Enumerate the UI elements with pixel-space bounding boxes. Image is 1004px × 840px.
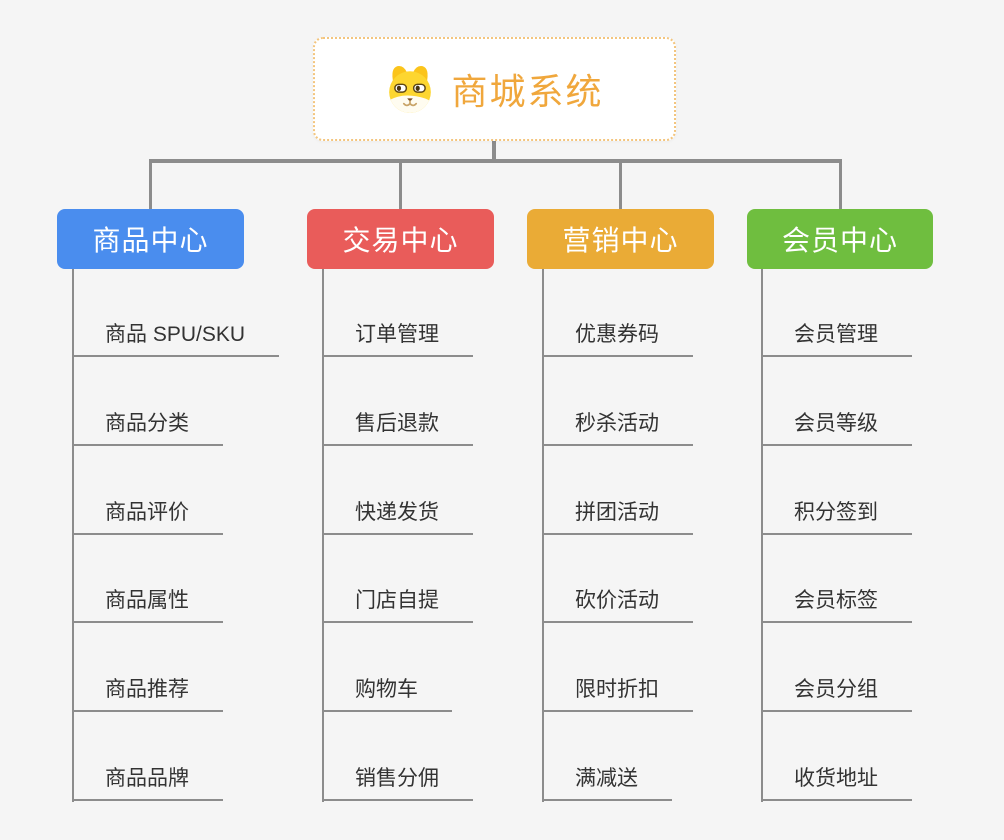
branch-label: 营销中心 [562, 225, 679, 256]
leaf-node[interactable]: 订单管理 [323, 323, 473, 357]
leaf-node[interactable]: 优惠券码 [543, 323, 693, 357]
branch-box-marketing-center[interactable]: 营销中心 [527, 209, 714, 269]
connector-drop-marketing [619, 159, 622, 209]
connector-root-stub [492, 141, 496, 161]
leaf-node[interactable]: 拼团活动 [543, 501, 693, 535]
leaf-node[interactable]: 商品品牌 [73, 767, 223, 801]
leaf-node[interactable]: 商品分类 [73, 412, 223, 446]
root-title: 商城系统 [451, 71, 604, 112]
branch-label: 会员中心 [781, 225, 898, 256]
connector-drop-member [839, 159, 842, 209]
leaf-node[interactable]: 砍价活动 [543, 589, 693, 623]
branch-label: 商品中心 [92, 225, 209, 256]
branch-label: 交易中心 [342, 225, 459, 256]
spine-product-center [72, 269, 74, 802]
leaf-node[interactable]: 商品 SPU/SKU [73, 323, 280, 357]
leaf-node[interactable]: 会员管理 [762, 323, 912, 357]
leaf-node[interactable]: 会员分组 [762, 678, 912, 712]
branch-box-trade-center[interactable]: 交易中心 [307, 209, 494, 269]
leaf-node[interactable]: 会员等级 [762, 412, 912, 446]
spine-trade-center [322, 269, 324, 802]
leaf-node[interactable]: 积分签到 [762, 501, 912, 535]
leaf-node[interactable]: 门店自提 [323, 589, 473, 623]
spine-marketing-center [542, 269, 544, 802]
leaf-node[interactable]: 收货地址 [762, 767, 912, 801]
leaf-node[interactable]: 购物车 [323, 678, 452, 712]
shiba-dog-icon [389, 65, 432, 113]
spine-member-center [761, 269, 763, 802]
leaf-node[interactable]: 满减送 [543, 767, 672, 801]
leaf-node[interactable]: 会员标签 [762, 589, 912, 623]
leaf-node[interactable]: 商品推荐 [73, 678, 223, 712]
connector-drop-product [149, 159, 152, 209]
branch-box-product-center[interactable]: 商品中心 [57, 209, 244, 269]
leaf-node[interactable]: 快递发货 [323, 501, 473, 535]
connector-horizontal [149, 159, 842, 163]
leaf-node[interactable]: 商品属性 [73, 589, 223, 623]
leaf-node[interactable]: 商品评价 [73, 501, 223, 535]
leaf-node[interactable]: 销售分佣 [323, 767, 473, 801]
connector-drop-trade [399, 159, 402, 209]
leaf-node[interactable]: 秒杀活动 [543, 412, 693, 446]
branch-box-member-center[interactable]: 会员中心 [747, 209, 933, 269]
root-node[interactable]: 商城系统 [313, 37, 676, 141]
leaf-node[interactable]: 售后退款 [323, 412, 473, 446]
leaf-node[interactable]: 限时折扣 [543, 678, 693, 712]
